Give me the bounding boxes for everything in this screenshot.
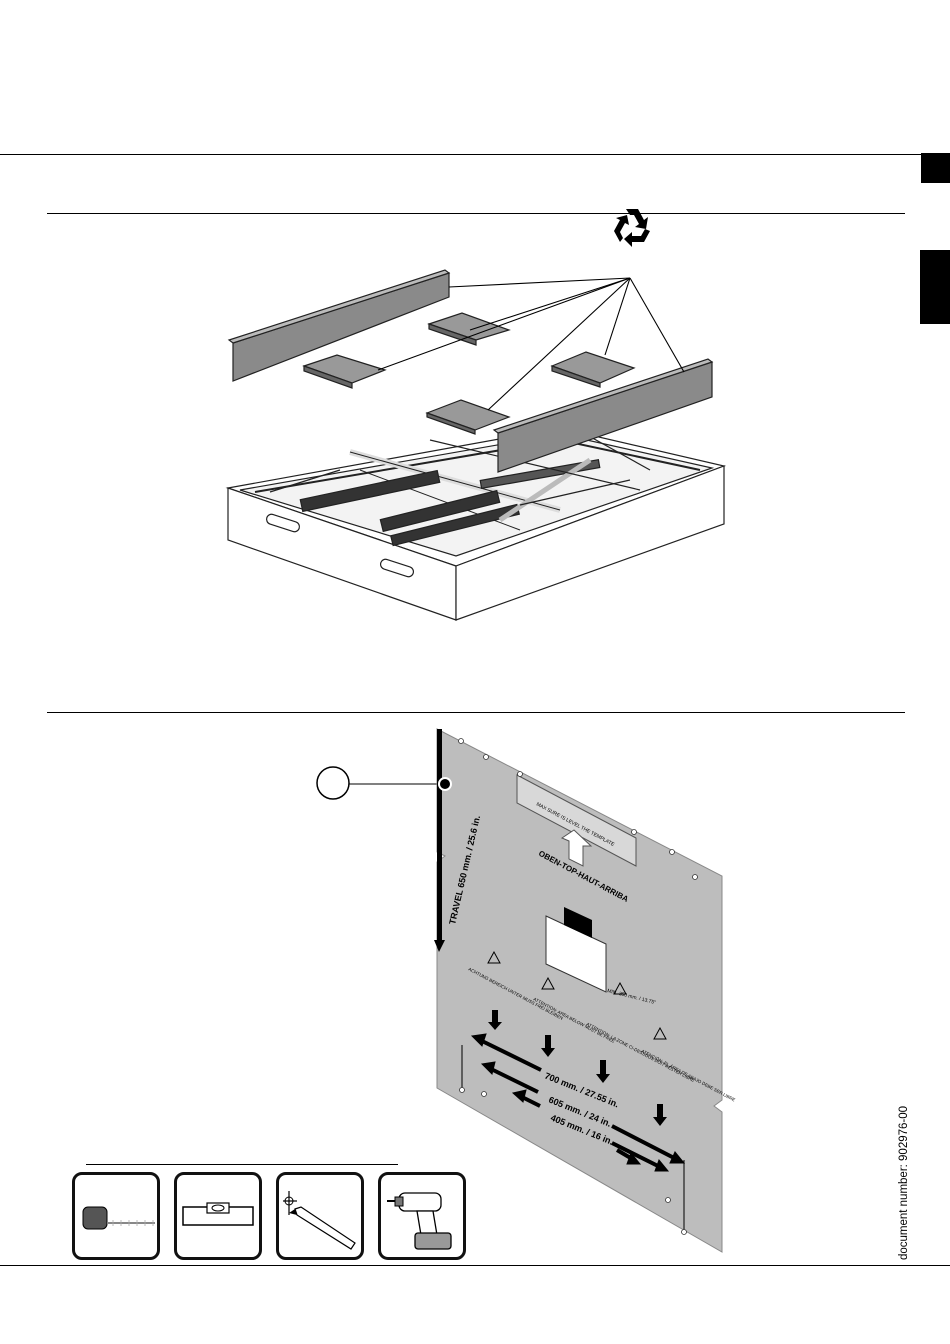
mechanism-box — [225, 419, 727, 621]
section-2-rule — [47, 712, 905, 713]
template-sheet — [436, 728, 723, 1253]
travel-bar — [437, 729, 442, 944]
screw-holes — [458, 738, 698, 1235]
cordless-drill-tool — [378, 1172, 466, 1260]
section-1-rule — [47, 213, 905, 214]
page-tab-marker — [921, 153, 950, 183]
footer-rule — [0, 1265, 950, 1266]
tape-measure-tool — [72, 1172, 160, 1260]
callout-circle — [316, 766, 350, 800]
recycle-leader-lines — [377, 277, 685, 411]
language-tab-marker — [920, 250, 950, 324]
down-arrows — [488, 1010, 667, 1126]
dimension-lines — [461, 1033, 686, 1232]
pencil-icon — [283, 1191, 356, 1250]
tape-measure-icon — [82, 1206, 155, 1230]
recycle-icon — [614, 209, 650, 247]
packaging-pieces — [227, 269, 714, 473]
pencil-tool — [276, 1172, 364, 1260]
cordless-drill-icon — [387, 1192, 452, 1250]
header-rule — [0, 154, 921, 155]
reference-mark — [438, 777, 452, 791]
up-arrow — [560, 829, 593, 867]
spirit-level-tool — [174, 1172, 262, 1260]
tools-rule — [86, 1164, 398, 1165]
unpacking-illustration — [225, 209, 727, 621]
spirit-level-icon — [182, 1202, 254, 1226]
level-slot — [516, 774, 637, 867]
document-number: document number: 902976-00 — [898, 1105, 910, 1261]
warning-triangles — [487, 950, 667, 1040]
wall-template-illustration: TRAVEL 650 mm. / 25.6 in. MAX SURE IS LE… — [316, 728, 737, 1253]
